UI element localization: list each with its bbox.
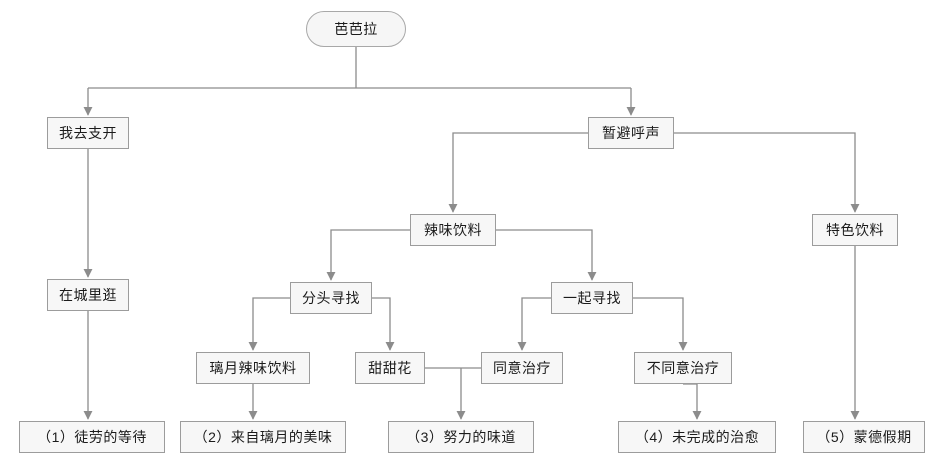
node-tian-tian-hua[interactable]: 甜甜花 [355, 352, 425, 384]
edge-la-wei-yin-liao-to-yi-qi-xun-zhao [496, 229, 597, 281]
edge-la-wei-yin-liao-to-fen-tou-xun-zhao [326, 229, 410, 281]
node-bu-tong-yi-zhi-liao[interactable]: 不同意治疗 [634, 352, 732, 384]
edge-yi-qi-xun-zhao-to-tong-yi-zhi-liao [517, 297, 551, 351]
node-zan-bi-hu-sheng[interactable]: 暂避呼声 [588, 117, 674, 149]
edge-fen-tou-xun-zhao-to-tian-tian-hua [372, 297, 395, 351]
node-tong-yi-zhi-liao[interactable]: 同意治疗 [481, 352, 563, 384]
edge-bu-tong-yi-zhi-liao-to-ending4 [683, 383, 702, 420]
node-la-wei-yin-liao[interactable]: 辣味饮料 [410, 214, 496, 246]
edge-zan-bi-hu-sheng-to-la-wei-yin-liao [448, 132, 588, 213]
node-ending-3[interactable]: （3）努力的味道 [388, 421, 534, 453]
edge-yi-qi-xun-zhao-to-bu-tong-yi-zhi-liao [633, 297, 688, 351]
edge-zan-bi-hu-sheng-to-te-se-yin-liao [674, 132, 860, 213]
node-wo-qu-zhi-kai[interactable]: 我去支开 [47, 117, 129, 149]
node-ending-1[interactable]: （1）徒劳的等待 [19, 421, 165, 453]
edge-fen-tou-xun-zhao-to-li-yue-la-wei-yin-liao [248, 297, 290, 351]
node-yi-qi-xun-zhao[interactable]: 一起寻找 [551, 282, 633, 314]
node-fen-tou-xun-zhao[interactable]: 分头寻找 [290, 282, 372, 314]
node-root[interactable]: 芭芭拉 [306, 11, 406, 47]
node-ending-4[interactable]: （4）未完成的治愈 [618, 421, 776, 453]
node-li-yue-la-wei-yin-liao[interactable]: 璃月辣味饮料 [196, 352, 310, 384]
node-ending-5[interactable]: （5）蒙德假期 [803, 421, 925, 453]
node-te-se-yin-liao[interactable]: 特色饮料 [812, 214, 898, 246]
node-ending-2[interactable]: （2）来自璃月的美味 [180, 421, 346, 453]
node-zai-cheng-li-guang[interactable]: 在城里逛 [47, 279, 129, 311]
